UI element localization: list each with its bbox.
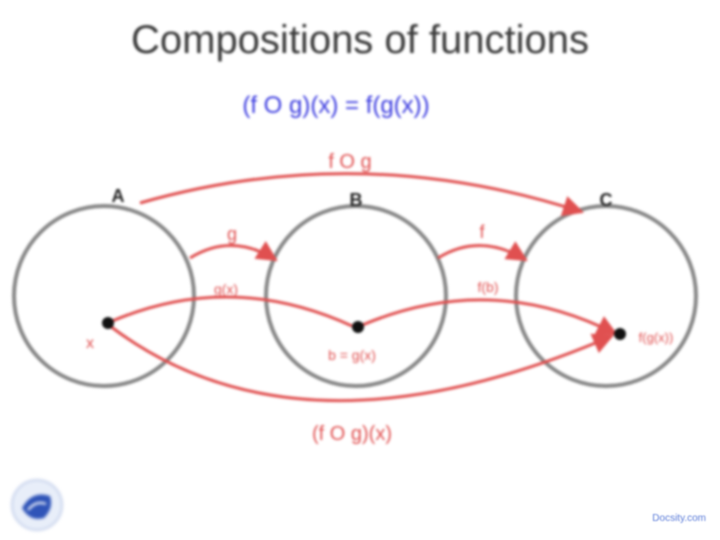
set-a-circle (12, 204, 196, 388)
point-x (102, 317, 114, 329)
footer-link[interactable]: Docsity.com (652, 513, 706, 524)
point-fgx (614, 328, 626, 340)
fb-label: f(b) (478, 279, 499, 295)
b-to-fgx-arrow (359, 298, 618, 336)
set-b-circle (264, 204, 448, 388)
composition-formula: (f O g)(x) = f(g(x)) (242, 92, 430, 119)
point-b (352, 321, 364, 333)
composite-arrow-top (139, 172, 584, 217)
composite-top-label: f O g (328, 151, 371, 173)
g-arrow (189, 240, 278, 262)
g-label: g (227, 224, 237, 244)
set-a-label: A (112, 186, 125, 206)
fgx-label: f(g(x)) (639, 330, 674, 345)
slide-title: Compositions of functions (130, 18, 589, 62)
docsity-logo (11, 479, 63, 531)
b-label: b = g(x) (328, 347, 376, 363)
composite-arrow-bottom (109, 324, 614, 402)
gx-label: g(x) (214, 281, 238, 297)
x-label: x (86, 335, 94, 352)
x-to-b-arrow (109, 295, 353, 328)
f-label: f (479, 222, 485, 242)
set-b-label: B (350, 190, 363, 210)
set-c-circle (514, 204, 698, 388)
f-arrow (437, 241, 528, 262)
set-c-label: C (600, 190, 613, 210)
composite-bottom-label: (f O g)(x) (312, 423, 392, 445)
